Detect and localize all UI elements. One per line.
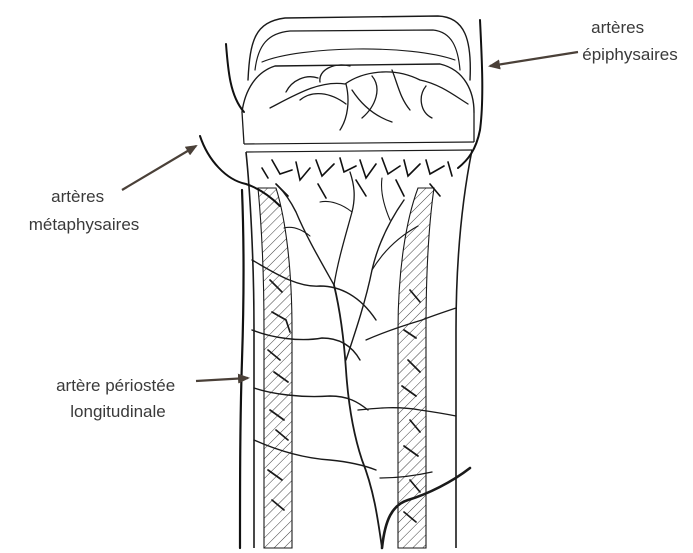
epiphyseal-artery-right [458,20,482,168]
nutrient-branch-mid [334,172,354,285]
epiphysis-outer-cap [248,16,470,80]
metaphyseal-artery [200,136,280,206]
epiphyseal-vessels [270,65,468,130]
named-arteries [200,20,482,548]
leader-periosteal [196,378,248,381]
label-metaphyseal-line-2: métaphysaires [29,215,140,234]
cortex-left [258,188,292,548]
epiphysis [242,16,474,130]
label-metaphyseal-line-1: artères [51,187,104,206]
label-epiphyseal-line-2: épiphysaires [582,45,677,64]
growth-plate-lower [246,150,472,152]
growth-plate [242,112,474,152]
label-metaphyseal: artères métaphysaires [29,187,140,234]
epiphysis-arc-1 [262,49,455,62]
periosteal-longitudinal-artery [240,190,244,548]
label-periosteal-line-1: artère périostée [56,376,175,395]
nutrient-branch-l3 [320,201,352,212]
shaft-right-outer [456,150,472,548]
leader-metaphyseal [122,146,196,190]
epiphyseal-artery-left [226,44,244,112]
nutrient-branch-r3 [381,178,390,220]
label-periosteal: artère périostée longitudinale [56,376,180,421]
label-epiphyseal: artères épiphysaires [582,18,677,64]
nutrient-artery-tree [278,172,470,548]
label-periosteal-line-2: longitudinale [70,402,165,421]
leader-lines [122,52,578,381]
label-epiphyseal-line-1: artères [591,18,644,37]
leader-epiphyseal [490,52,578,66]
growth-plate-upper [244,142,474,144]
epiphysis-lower-edge [242,112,474,144]
shaft-left-outer [246,152,254,548]
